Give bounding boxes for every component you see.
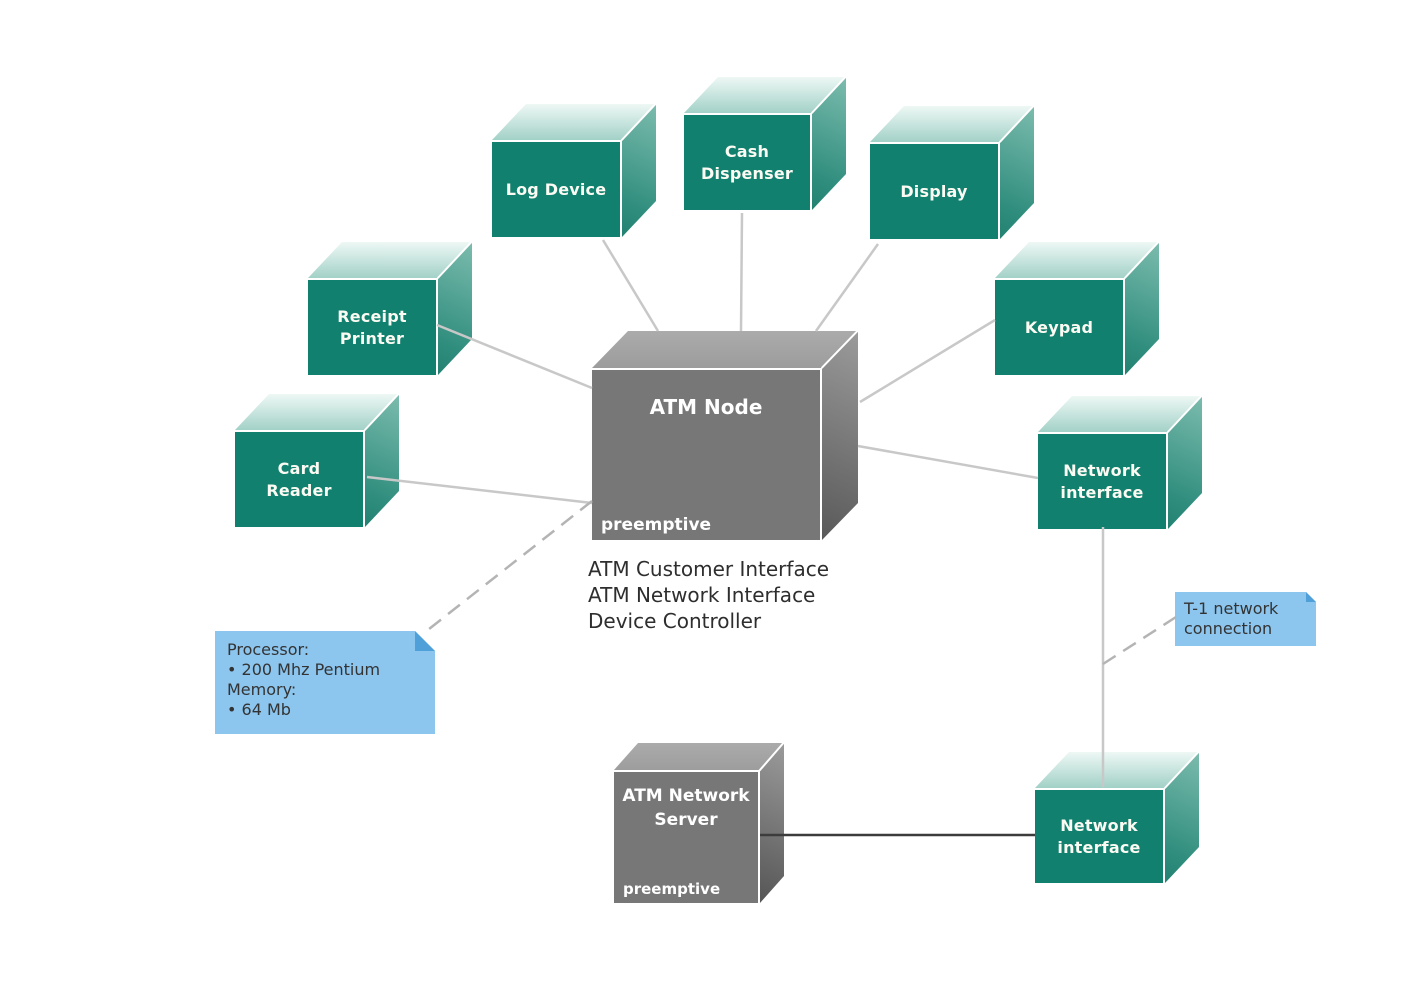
note-text: T-1 network connection: [1184, 599, 1279, 638]
device-label: Receipt Printer: [337, 306, 407, 348]
box-front-face: Keypad: [995, 278, 1125, 375]
node-scheduling-tag: preemptive: [601, 515, 712, 535]
note-hardware-specs[interactable]: Processor: • 200 Mhz Pentium Memory: • 6…: [215, 631, 435, 734]
node-scheduling-tag: preemptive: [623, 880, 721, 898]
device-node-receipt-printer[interactable]: Receipt Printer: [308, 241, 473, 375]
box-front-face: Network interface: [1038, 432, 1168, 529]
connector-network-interface: [857, 444, 1039, 480]
dashed-link-specs-note: [428, 500, 593, 630]
connector-keypad: [859, 318, 996, 404]
node-title: ATM Node: [649, 395, 763, 419]
box-front-face: ATM Network Server preemptive: [614, 770, 760, 903]
device-label: Keypad: [1024, 317, 1094, 337]
connector-card-reader: [366, 475, 593, 505]
device-node-card-reader[interactable]: Card Reader: [235, 393, 400, 527]
artifact-item: ATM Customer Interface: [588, 557, 830, 581]
box-front-face: Cash Dispenser: [684, 113, 812, 210]
device-label: Log Device: [505, 179, 607, 199]
device-node-cash-dispenser[interactable]: Cash Dispenser: [684, 76, 847, 210]
device-node-display[interactable]: Display: [870, 105, 1035, 239]
dashed-link-t1-note: [1102, 615, 1177, 666]
node-title: ATM Network Server: [622, 786, 750, 830]
box-front-face: ATM Node preemptive: [592, 368, 822, 540]
device-node-network-interface-right[interactable]: Network interface: [1038, 395, 1203, 529]
connector-display: [814, 243, 880, 332]
processor-node-atm-node[interactable]: ATM Node preemptive: [592, 330, 859, 540]
device-label: Cash Dispenser: [700, 141, 794, 183]
note-paper: [215, 631, 435, 734]
device-node-network-interface-bottom[interactable]: Network interface: [1035, 751, 1200, 883]
device-node-keypad[interactable]: Keypad: [995, 241, 1160, 375]
artifact-item: Device Controller: [588, 609, 762, 633]
box-front-face: Network interface: [1035, 788, 1165, 883]
atm-node-artifact-list: ATM Customer Interface ATM Network Inter…: [588, 556, 829, 634]
connector-log-device: [601, 239, 660, 332]
connector-cash-dispenser: [739, 212, 744, 332]
processor-node-atm-network-server[interactable]: ATM Network Server preemptive: [614, 742, 785, 903]
device-label: Network interface: [1060, 460, 1144, 502]
note-paper: [1175, 592, 1316, 646]
box-front-face: Receipt Printer: [308, 278, 438, 375]
note-text: Processor: • 200 Mhz Pentium Memory: • 6…: [227, 640, 381, 719]
device-label: Display: [900, 181, 968, 201]
box-front-face: Display: [870, 142, 1000, 239]
device-node-log-device[interactable]: Log Device: [492, 103, 657, 237]
device-label: Card Reader: [266, 458, 332, 500]
artifact-item: ATM Network Interface: [588, 583, 816, 607]
device-label: Network interface: [1057, 815, 1141, 857]
box-front-face: Log Device: [492, 140, 622, 237]
note-folded-corner: [1306, 592, 1316, 602]
box-front-face: Card Reader: [235, 430, 365, 527]
note-t1-connection[interactable]: T-1 network connection: [1175, 592, 1316, 646]
